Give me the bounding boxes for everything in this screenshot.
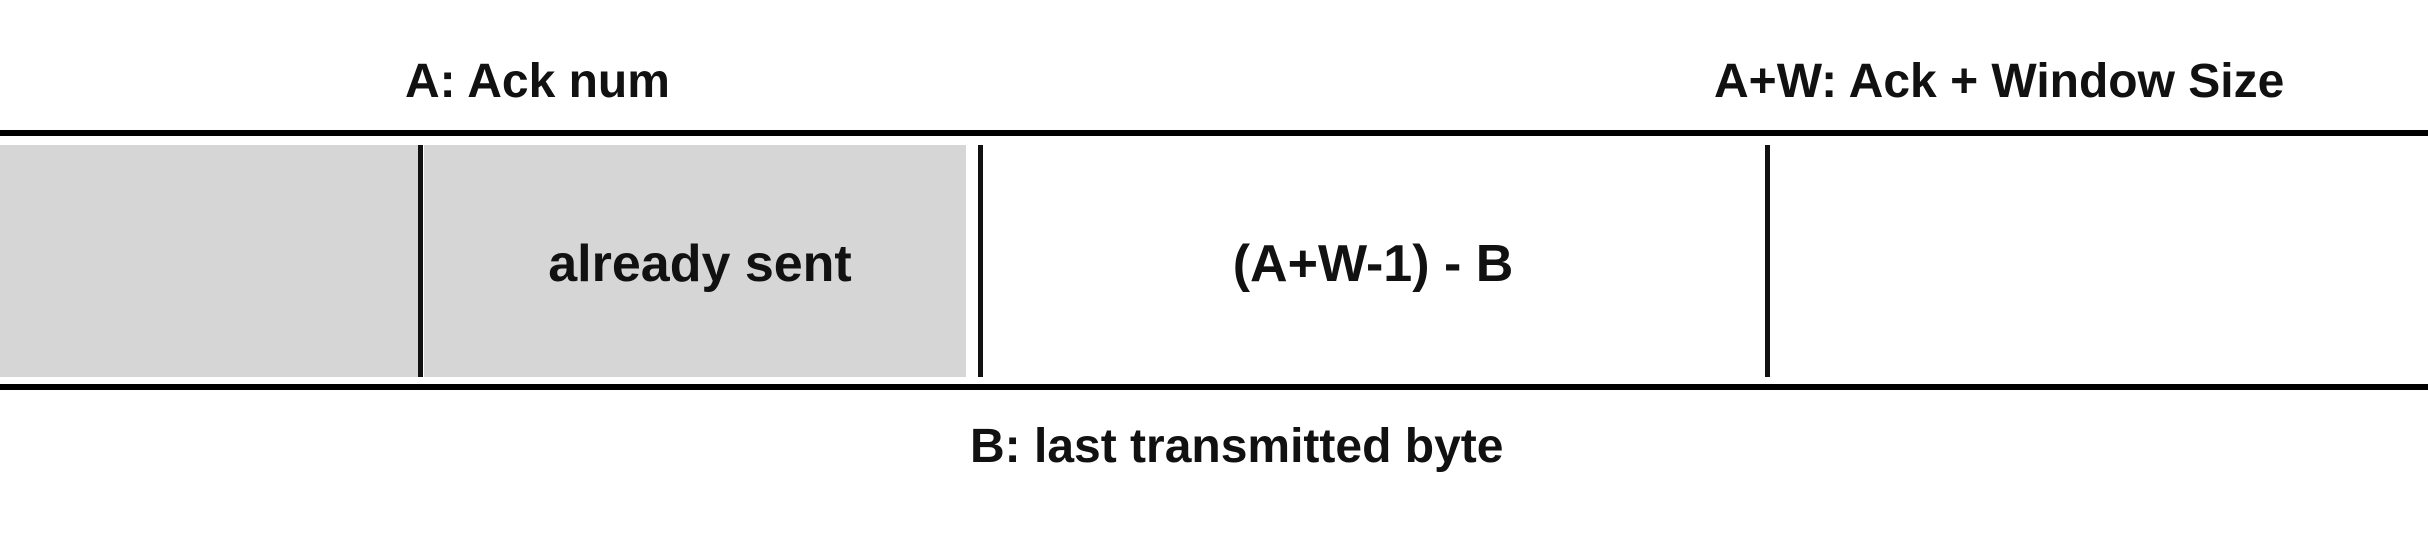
already-sent-region <box>424 145 966 377</box>
acked-region <box>0 145 418 377</box>
top-border-line <box>0 130 2428 136</box>
bottom-border-line <box>0 384 2428 390</box>
ack-window-size-label: A+W: Ack + Window Size <box>1714 55 2285 108</box>
ack-num-label: A: Ack num <box>405 55 670 108</box>
window-end-divider <box>1765 145 1770 377</box>
last-transmitted-divider <box>978 145 983 377</box>
already-sent-text: already sent <box>548 235 852 293</box>
last-transmitted-byte-label: B: last transmitted byte <box>970 420 1504 473</box>
ack-num-divider <box>418 145 423 377</box>
remaining-window-text: (A+W-1) - B <box>1232 235 1514 293</box>
